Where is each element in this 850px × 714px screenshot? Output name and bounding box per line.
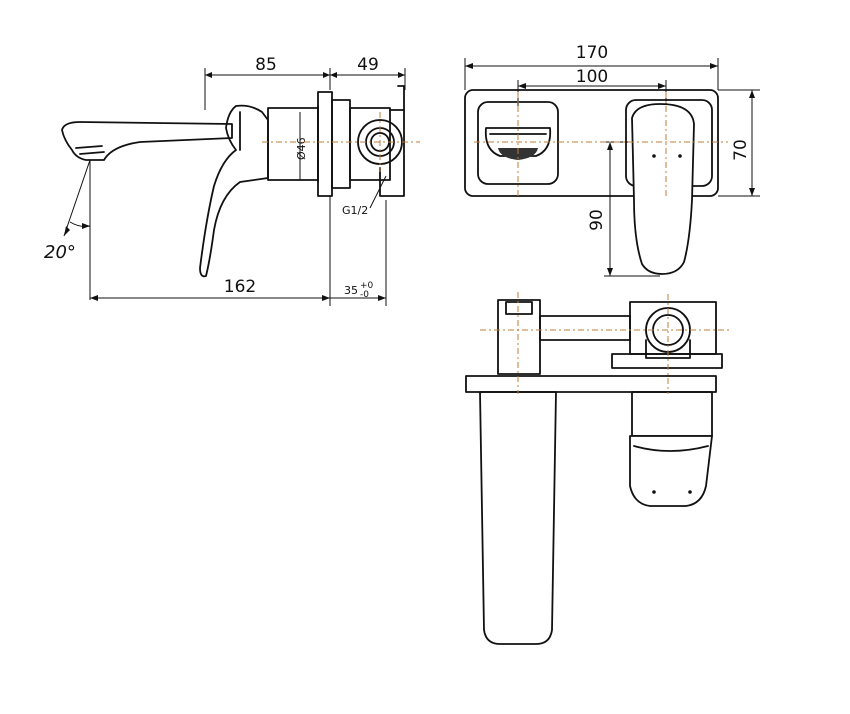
handle-top [629,435,713,507]
handle-lever-side [199,104,269,278]
dim-85: 85 [255,55,277,75]
front-view: 170 100 70 90 [464,43,760,277]
dim-170: 170 [576,43,608,63]
spout-body-top [497,299,541,375]
dim-49: 49 [357,55,379,75]
thread-label: G1/2 [342,204,368,217]
dim-35: 35 [344,284,358,297]
dim-diameter-46: Ø46 [295,137,308,160]
spout [61,121,233,161]
dim-70: 70 [731,139,751,161]
handle-lever-front [631,103,695,275]
wall-plate-side [317,91,333,197]
wall-plate-top [465,375,717,393]
wall-plate-front [464,89,719,197]
dim-100: 100 [576,67,608,87]
top-view [465,292,730,645]
angle-label: 20° [44,242,76,263]
mixer-body-side [267,107,319,181]
dim-90: 90 [587,209,607,231]
dim-35-tol-lower: -0 [360,290,369,300]
side-view: 85 49 Ø46 G1/2 20 [44,55,420,306]
dim-35-tol-upper: +0 [360,281,374,291]
spout-top [479,391,557,645]
dim-162: 162 [224,277,256,297]
